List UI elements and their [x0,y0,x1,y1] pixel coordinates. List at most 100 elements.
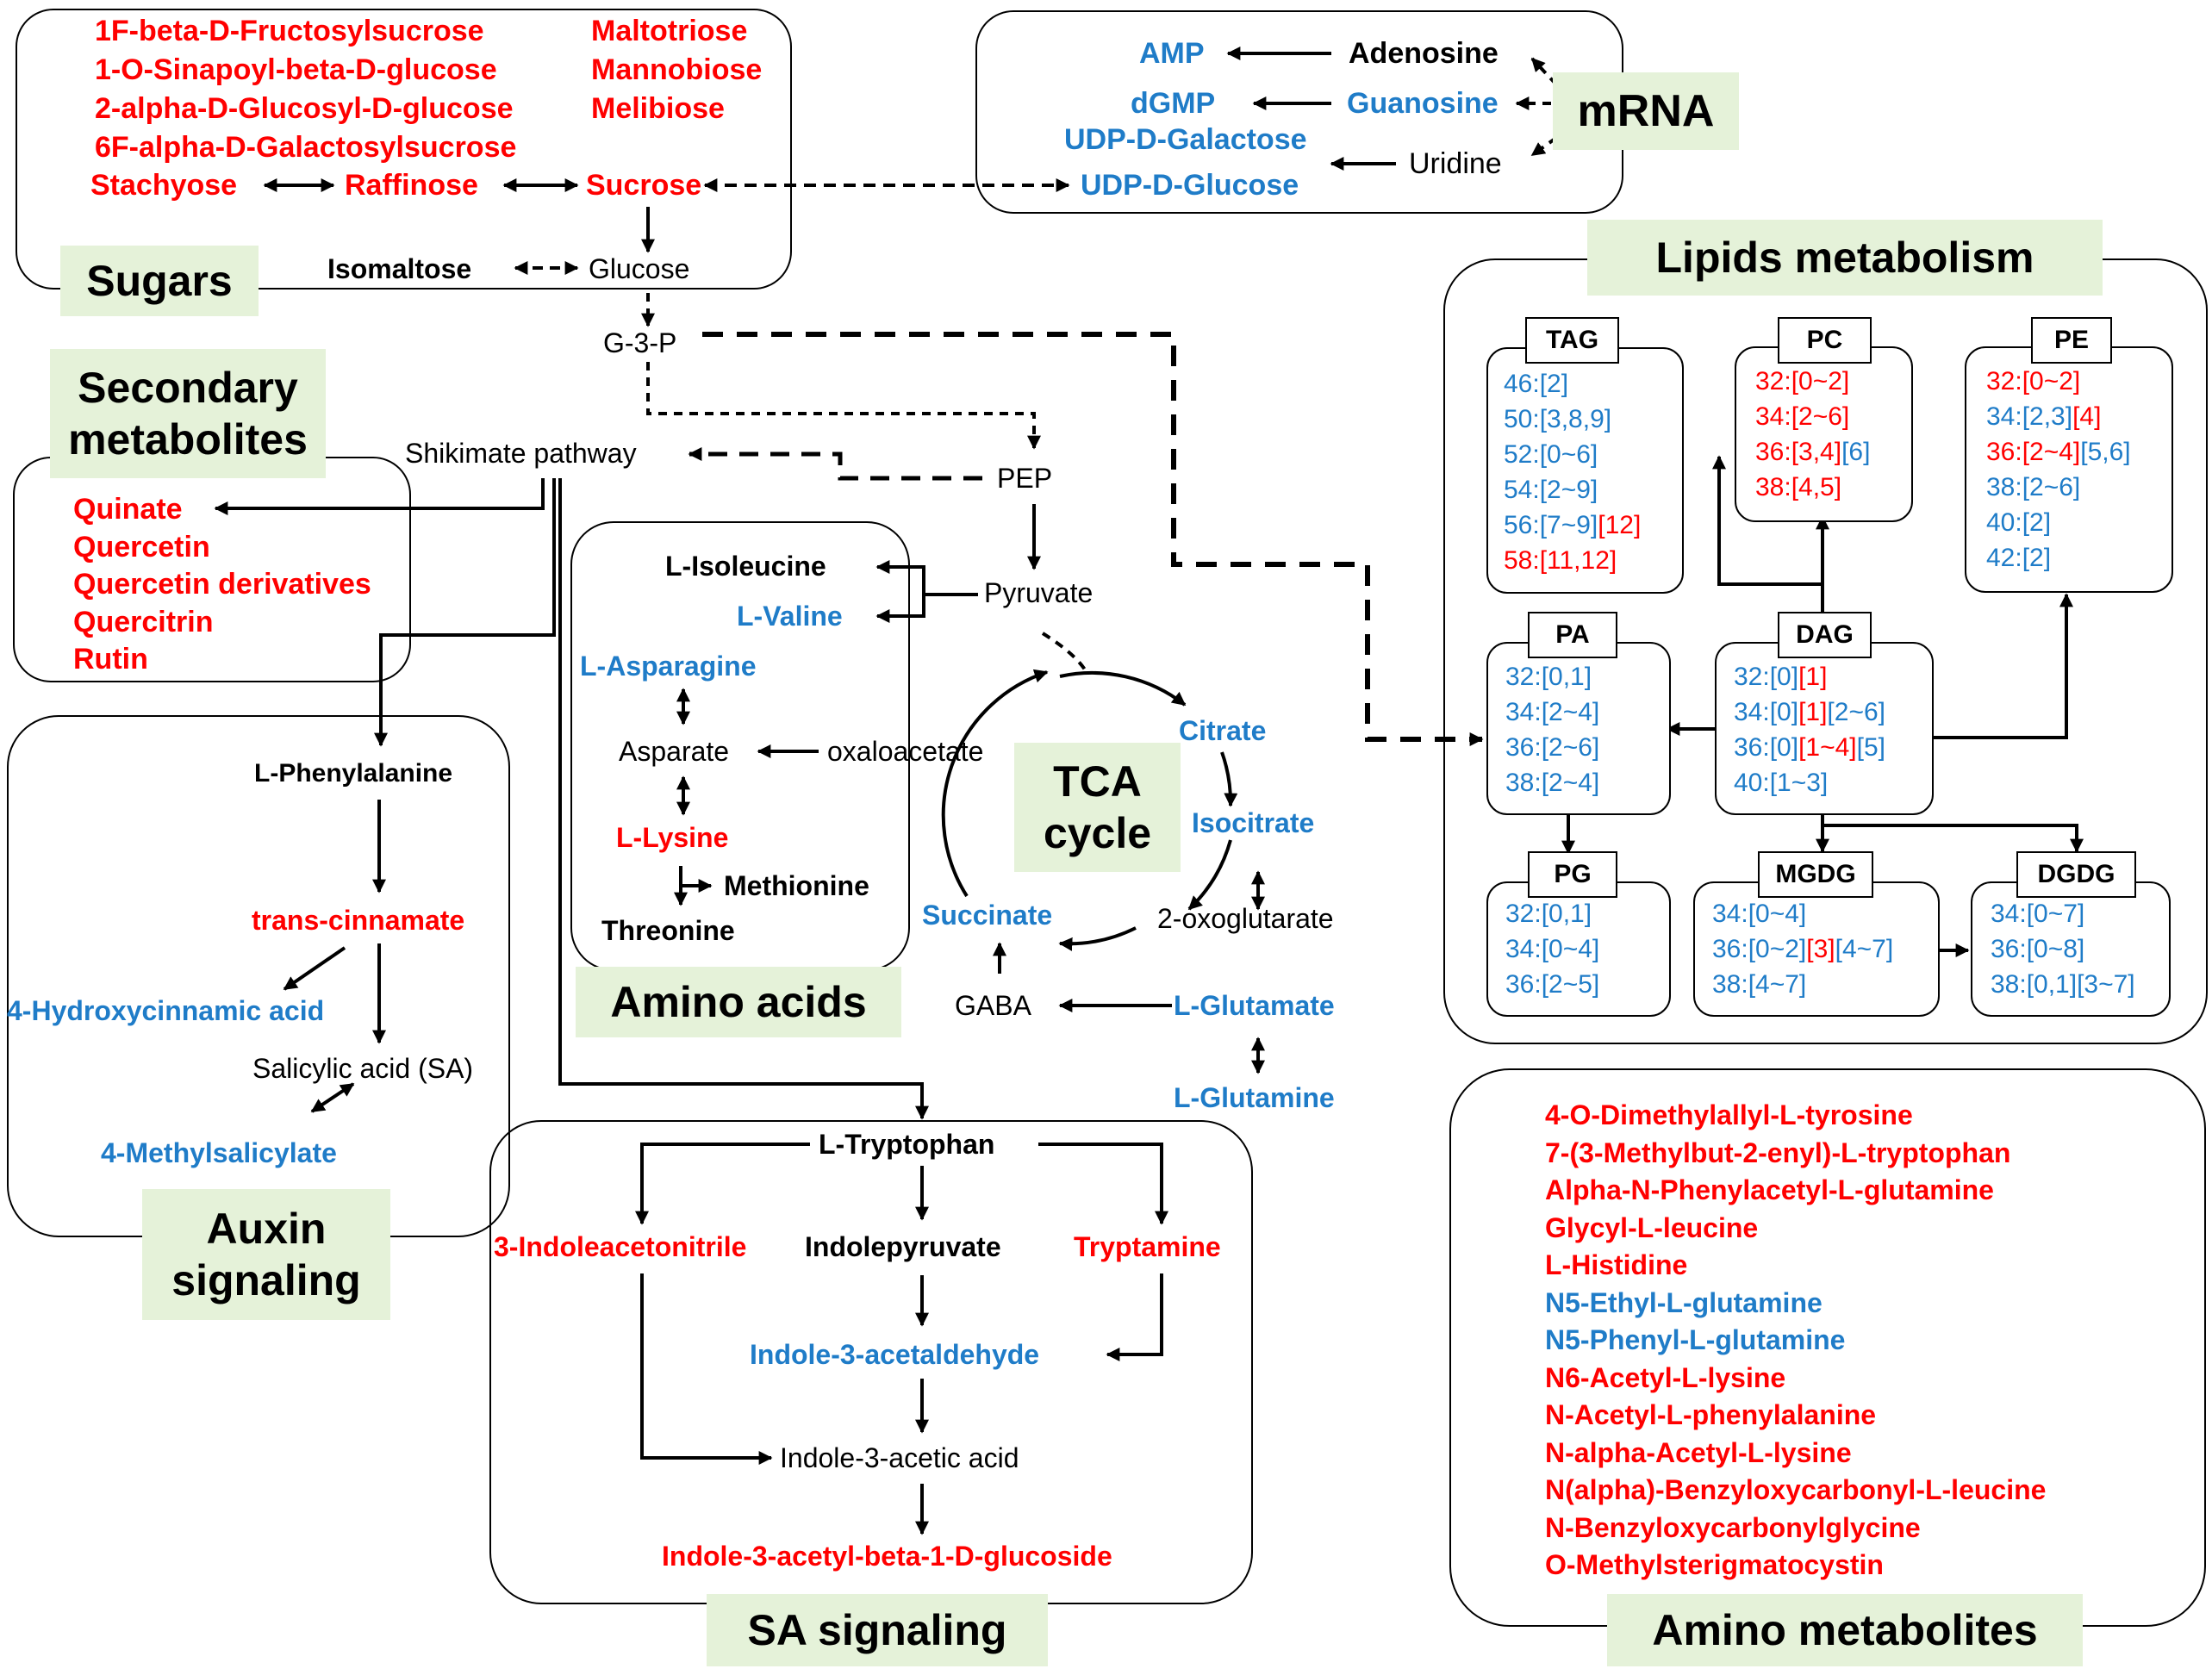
indolepyruvate-node: Indolepyruvate [805,1231,1001,1262]
pyruvate-node: Pyruvate [984,577,1094,608]
amino-metabolite-item: N5-Phenyl-L-glutamine [1545,1324,1846,1355]
pa-header: PA [1528,612,1617,658]
mrna-title: mRNA [1553,72,1739,150]
succinate-node: Succinate [922,900,1053,931]
asparagine-node: L-Asparagine [580,651,757,682]
isoleucine-node: L-Isoleucine [665,551,826,582]
secondary-item: Quercitrin [73,605,214,638]
mgdg-header: MGDG [1758,851,1873,898]
secondary-item: Quinate [73,493,183,526]
pa-box [1486,642,1671,815]
auxin-signaling-title: Auxin signaling [142,1189,390,1320]
amino-metabolite-item: Alpha-N-Phenylacetyl-L-glutamine [1545,1174,1994,1205]
dag-header: DAG [1778,612,1872,658]
pg-box [1486,881,1671,1017]
pa-values: 32:[0,1] 34:[2~4] 36:[2~6] 38:[2~4] [1505,663,1600,797]
uridine-node: Uridine [1409,147,1502,180]
dgmp-node: dGMP [1131,87,1216,120]
pg-header: PG [1528,851,1617,898]
lipids-metabolism-title: Lipids metabolism [1587,220,2103,296]
tryptophan-node: L-Tryptophan [819,1129,995,1160]
sugars-list-right: Maltotriose Mannobiose Melibiose [591,12,762,128]
phenylalanine-node: L-Phenylalanine [254,759,453,788]
auxin-title-line1: Auxin [206,1205,327,1253]
pc-values: 32:[0~2] 34:[2~6] 36:[3,4][6] 38:[4,5] [1755,367,1871,501]
oxoglutarate-node: 2-oxoglutarate [1157,903,1334,934]
sugar-item: Maltotriose [591,15,748,47]
tca-cycle-label: TCA cycle [1014,743,1181,872]
threonine-node: Threonine [601,915,735,946]
glutamine-node: L-Glutamine [1174,1082,1335,1113]
dgdg-values: 34:[0~7] 36:[0~8] 38:[0,1][3~7] [1991,900,2135,999]
sugar-item: Mannobiose [591,53,763,86]
tryptamine-node: Tryptamine [1074,1231,1221,1262]
pep-node: PEP [997,463,1053,494]
asparate-node: Asparate [619,736,730,767]
amino-metabolite-item: N(alpha)-Benzyloxycarbonyl-L-leucine [1545,1474,2047,1505]
glucoside-node: Indole-3-acetyl-beta-1-D-glucoside [662,1541,1112,1572]
dag-box [1715,642,1934,815]
amino-metabolite-item: 7-(3-Methylbut-2-enyl)-L-tryptophan [1545,1136,2011,1168]
dag-values: 32:[0][1] 34:[0][1][2~6] 36:[0][1~4][5] … [1734,663,1885,797]
oxaloacetate-node: oxaloacetate [827,736,984,767]
tca-line1: TCA [1053,757,1142,806]
secondary-item: Rutin [73,643,148,676]
guanosine-node: Guanosine [1347,87,1499,120]
sucrose-node: Sucrose [586,169,702,202]
gaba-node: GABA [955,990,1031,1021]
secondary-list: Quinate Quercetin Quercetin derivatives … [73,491,371,679]
amino-metabolite-item: N-Benzyloxycarbonylglycine [1545,1511,1921,1543]
sugar-item: 6F-alpha-D-Galactosylsucrose [95,131,517,164]
citrate-node: Citrate [1179,715,1267,746]
auxin-title-line2: signaling [171,1256,361,1305]
amino-metabolite-item: Glycyl-L-leucine [1545,1211,1759,1243]
amino-acids-title: Amino acids [576,967,901,1037]
lysine-node: L-Lysine [616,822,729,853]
amino-metabolite-item: N5-Ethyl-L-glutamine [1545,1286,1823,1318]
methionine-node: Methionine [724,870,869,901]
sugars-list-left: 1F-beta-D-Fructosylsucrose 1-O-Sinapoyl-… [95,12,516,167]
mgdg-box [1693,881,1940,1017]
sugar-item: 1-O-Sinapoyl-beta-D-glucose [95,53,497,86]
indoleacetonitrile-node: 3-Indoleacetonitrile [494,1231,747,1262]
pe-values: 32:[0~2] 34:[2,3][4] 36:[2~4][5,6] 38:[2… [1986,367,2131,572]
amino-metabolite-item: N6-Acetyl-L-lysine [1545,1361,1786,1393]
tag-header: TAG [1525,317,1619,364]
amp-node: AMP [1139,37,1205,70]
methylsalicylate-node: 4-Methylsalicylate [101,1137,337,1168]
amino-metabolite-item: 4-O-Dimethylallyl-L-tyrosine [1545,1099,1913,1130]
valine-node: L-Valine [737,601,843,632]
amino-metabolites-list: 4-O-Dimethylallyl-L-tyrosine 7-(3-Methylb… [1545,1097,2046,1585]
isocitrate-node: Isocitrate [1192,807,1315,838]
sugar-item: 1F-beta-D-Fructosylsucrose [95,15,484,47]
shikimate-node: Shikimate pathway [405,438,637,469]
cinnamate-node: trans-cinnamate [252,905,465,936]
tag-values: 46:[2] 50:[3,8,9] 52:[0~6] 54:[2~9] 56:[… [1504,370,1642,575]
tag-box [1486,347,1684,594]
mrna-box [975,10,1623,214]
amino-metabolite-item: N-alpha-Acetyl-L-lysine [1545,1436,1852,1468]
tca-line2: cycle [1043,809,1152,857]
pc-header: PC [1778,317,1872,364]
amino-metabolite-item: N-Acetyl-L-phenylalanine [1545,1399,1877,1430]
raffinose-node: Raffinose [345,169,478,202]
secondary-metabolites-title: Secondary metabolites [50,349,326,478]
mgdg-values: 34:[0~4] 36:[0~2][3][4~7] 38:[4~7] [1712,900,1894,999]
pg-values: 32:[0,1] 34:[0~4] 36:[2~5] [1505,900,1600,999]
stachyose-node: Stachyose [90,169,238,202]
sugar-item: Melibiose [591,92,725,125]
amino-metabolites-title: Amino metabolites [1607,1594,2083,1666]
amino-metabolite-item: L-Histidine [1545,1249,1688,1280]
amino-metabolite-item: O-Methylsterigmatocystin [1545,1549,1884,1580]
pe-box [1965,346,2173,593]
isomaltose-node: Isomaltose [327,253,472,284]
sugar-item: 2-alpha-D-Glucosyl-D-glucose [95,92,514,125]
adenosine-node: Adenosine [1349,37,1499,70]
salicylic-node: Salicylic acid (SA) [252,1053,474,1084]
iaa-node: Indole-3-acetic acid [780,1442,1019,1473]
glutamate-node: L-Glutamate [1174,990,1335,1021]
sugars-title: Sugars [60,246,259,316]
sugars-box [16,9,792,290]
